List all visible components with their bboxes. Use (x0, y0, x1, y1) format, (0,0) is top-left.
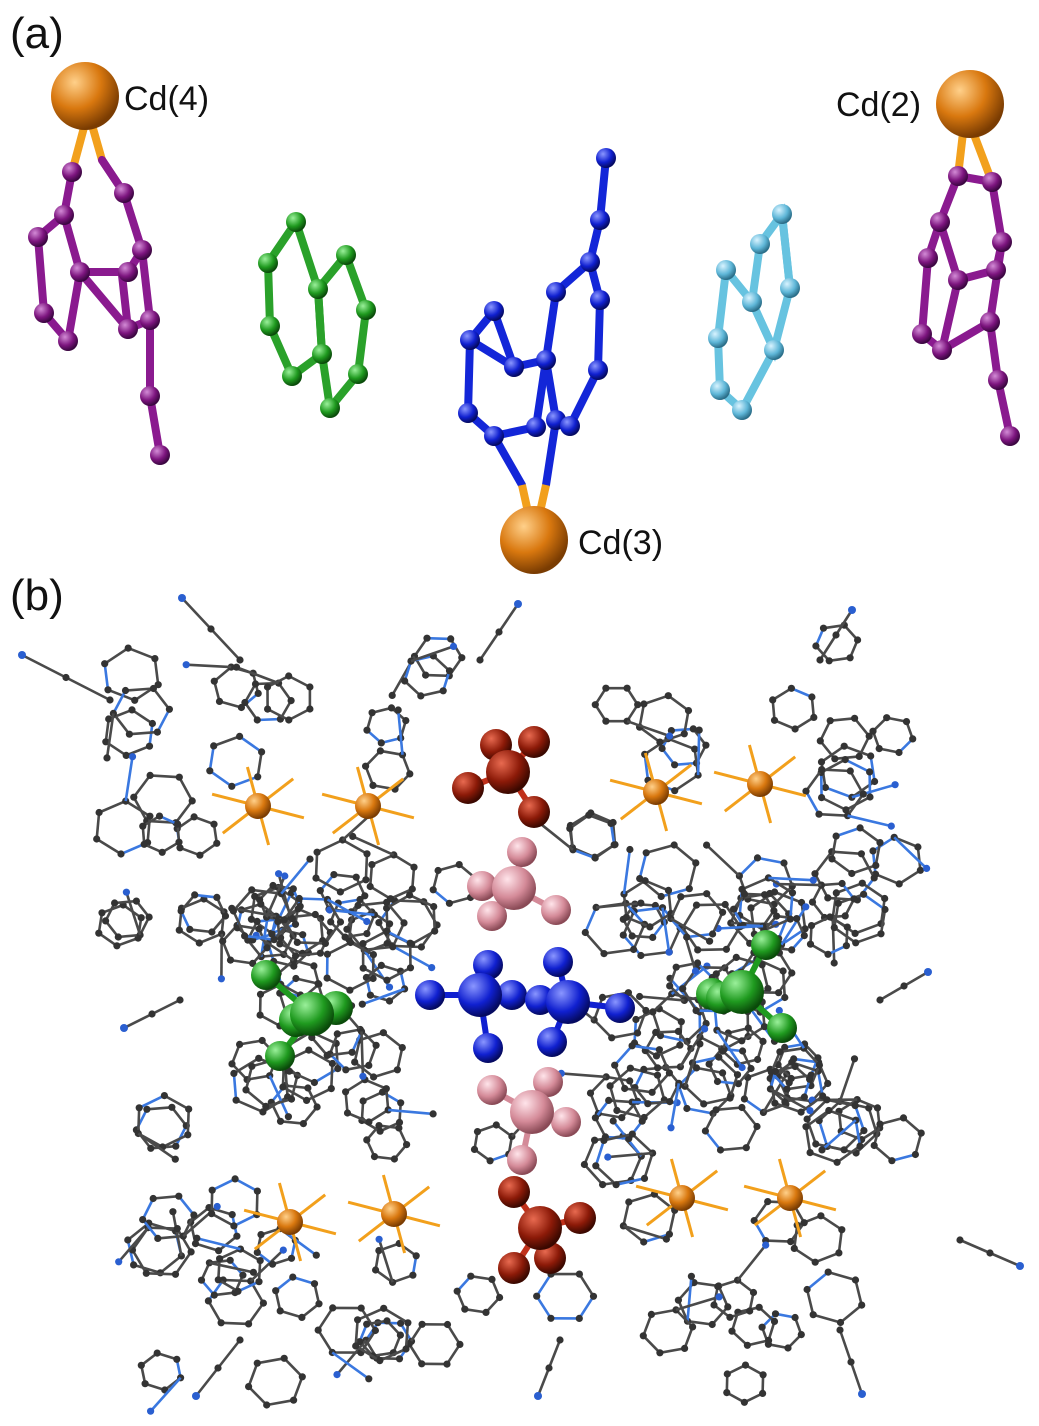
guest-darkred-bottom (498, 1176, 596, 1284)
guest-green-right (696, 930, 797, 1043)
cadmium-atom (500, 506, 568, 574)
guest-pink-bottom (477, 1067, 581, 1175)
blue-atoms (458, 148, 616, 446)
green-atoms (258, 212, 376, 418)
cd4-label: Cd(4) (124, 80, 209, 118)
framework-cadmium (245, 771, 803, 1235)
guest-green-left (251, 960, 353, 1071)
panel-b-label: (b) (10, 571, 64, 620)
purple-atoms-right (912, 166, 1020, 446)
cd3-label: Cd(3) (578, 524, 663, 562)
guest-darkred-top (452, 726, 550, 828)
guest-blue-left (415, 950, 527, 1063)
cadmium-atom (51, 62, 119, 130)
cd2-label: Cd(2) (836, 86, 921, 124)
framework-cage (18, 594, 1024, 1415)
guest-pink-top (467, 837, 571, 931)
panel-a-label: (a) (10, 9, 64, 58)
ligand-purple-left (33, 114, 164, 459)
guest-blue-right (525, 947, 635, 1057)
purple-atoms-left (28, 162, 170, 465)
cadmium-atom (936, 70, 1004, 138)
cyan-atoms (708, 204, 800, 420)
